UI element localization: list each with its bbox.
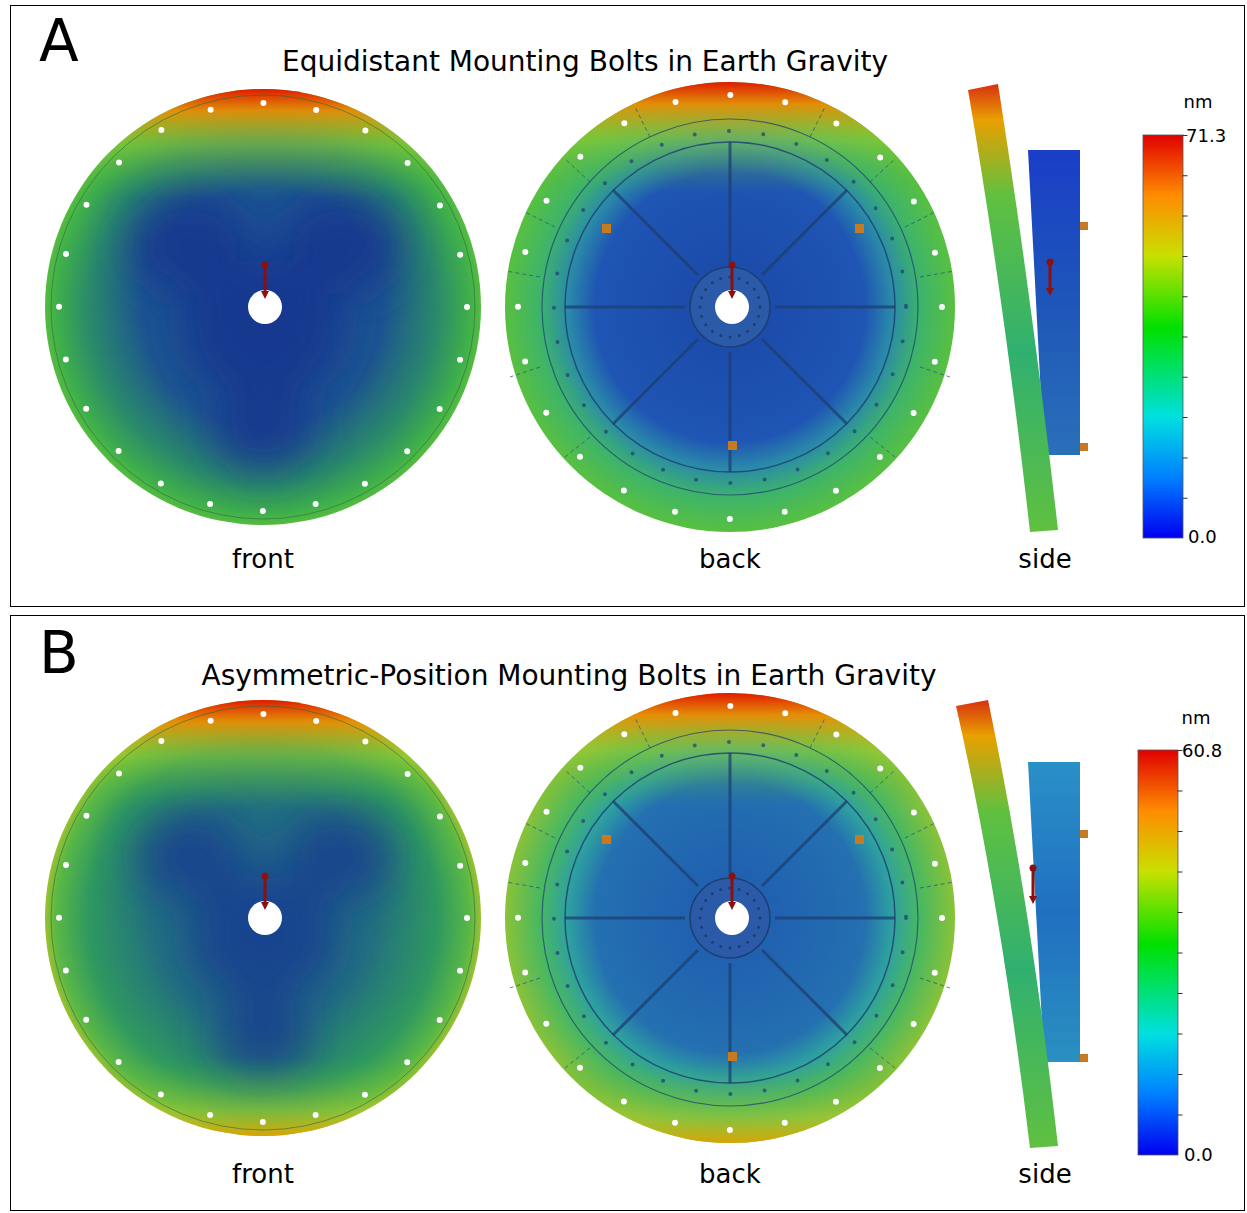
panel-letter: A: [39, 8, 79, 75]
panel-title: Equidistant Mounting Bolts in Earth Grav…: [282, 46, 888, 78]
panel-letter: B: [39, 620, 79, 687]
view-label: back: [699, 1160, 761, 1190]
figure-panel: A Equidistant Mounting Bolts in Earth Gra…: [10, 5, 1245, 607]
colorbar-max: 60.8: [1182, 741, 1222, 762]
colorbar-max: 71.3: [1186, 126, 1226, 147]
view-label: front: [232, 1160, 294, 1190]
colorbar-min: 0.0: [1184, 1145, 1213, 1166]
unit-label: nm: [1182, 708, 1211, 729]
view-label: side: [1018, 1160, 1071, 1190]
panel-title: Asymmetric-Position Mounting Bolts in Ea…: [202, 660, 937, 692]
unit-label: nm: [1184, 92, 1213, 113]
colorbar-min: 0.0: [1188, 527, 1217, 548]
view-label: back: [699, 545, 761, 575]
view-label: front: [232, 545, 294, 575]
view-label: side: [1018, 545, 1071, 575]
figure-panel: B Asymmetric-Position Mounting Bolts in E…: [10, 615, 1245, 1211]
